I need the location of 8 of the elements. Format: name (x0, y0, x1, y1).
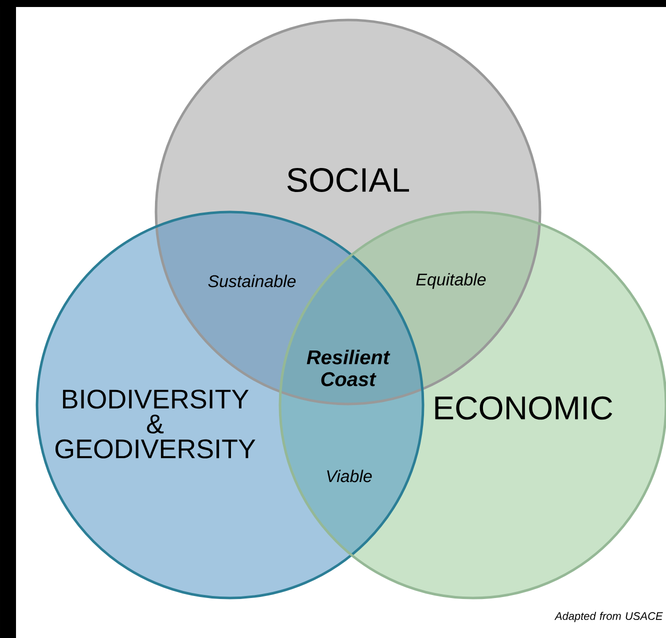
region-label: Equitable (416, 273, 486, 289)
region-label: Adapted from USACE (554, 612, 663, 622)
circle-title: BIODIVERSITY & GEODIVERSITY (55, 390, 256, 458)
region-label: Sustainable (208, 274, 296, 288)
circle-title: SOCIAL (287, 168, 409, 192)
region-label: Viable (327, 470, 372, 482)
region-label: Resilient Coast (306, 350, 390, 386)
circle-title: ECONOMIC (435, 396, 612, 420)
